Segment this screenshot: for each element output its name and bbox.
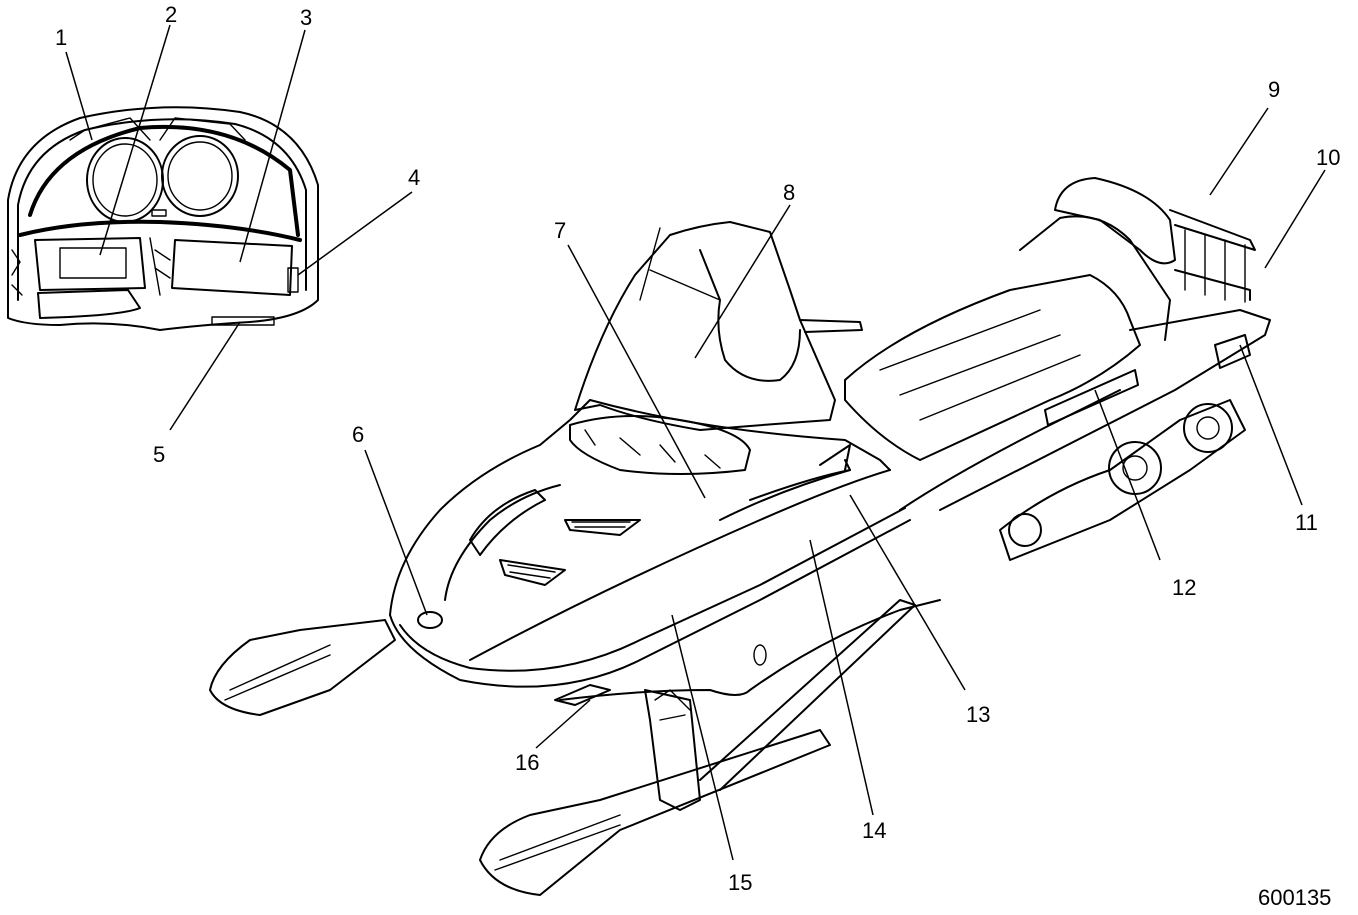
callout-12: 12: [1172, 575, 1196, 600]
figure-number: 600135: [1258, 885, 1331, 910]
leader-lines: [65, 24, 1326, 861]
callout-6: 6: [352, 422, 364, 447]
callout-2: 2: [165, 2, 177, 27]
snowmobile-body: [209, 177, 1271, 896]
callout-9: 9: [1268, 77, 1280, 102]
callout-8: 8: [783, 180, 795, 205]
callout-1: 1: [55, 25, 67, 50]
callout-11: 11: [1295, 510, 1318, 535]
callout-3: 3: [300, 5, 312, 30]
callout-5: 5: [153, 442, 165, 467]
callout-labels: 1 2 3 4 5 6 7 8 9 10 11 12 13 14 15 16: [55, 2, 1340, 895]
callout-14: 14: [862, 818, 886, 843]
dashboard-inset: [7, 106, 319, 331]
callout-16: 16: [515, 750, 539, 775]
callout-7: 7: [554, 218, 566, 243]
callout-4: 4: [408, 165, 420, 190]
callout-15: 15: [728, 870, 752, 895]
callout-10: 10: [1316, 145, 1340, 170]
callout-13: 13: [966, 702, 990, 727]
